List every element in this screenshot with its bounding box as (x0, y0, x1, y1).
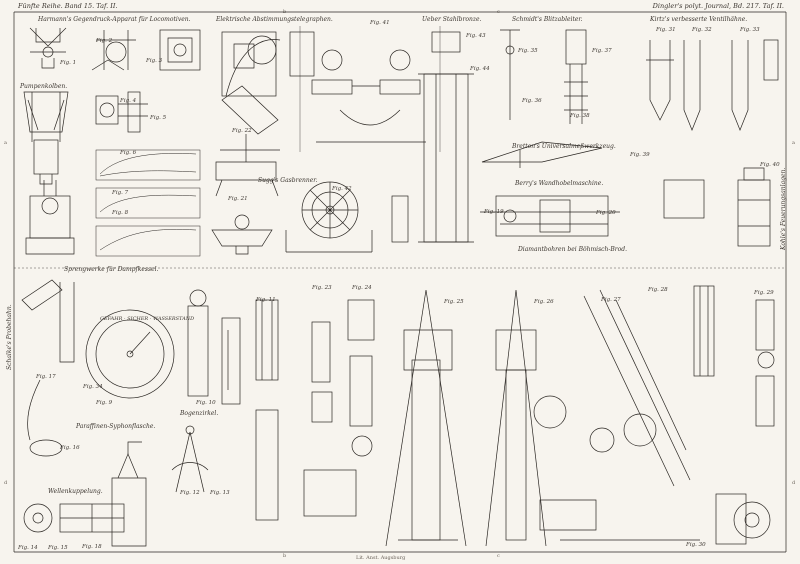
fig-label: Fig. 31 (656, 27, 676, 33)
plate-header-right: Dingler's polyt. Journal, Bd. 217. Taf. … (652, 2, 784, 10)
water-gauge-drawing (187, 289, 241, 405)
caption-pumpen: Pumpenkolben. (20, 83, 68, 90)
furnace-drawing (663, 167, 771, 247)
fig-label: Fig. 9 (96, 400, 113, 406)
inclined-drill-drawing (560, 289, 700, 541)
fig-label: Fig. 38 (570, 113, 590, 119)
probe-cock-drawing (21, 279, 75, 457)
fig-label: Fig. 21 (228, 196, 248, 202)
pressure-gauge-drawing (85, 309, 175, 399)
caption-diamant: Diamantbohren bei Böhmisch-Brod. (518, 246, 628, 253)
caption-sprung: Sprengwerke für Dampfkessel. (64, 266, 159, 273)
pump-piston-drawing (23, 91, 69, 185)
cock-drawing (95, 91, 148, 133)
fig-label: Fig. 42 (332, 186, 352, 192)
fig-label: Fig. 10 (196, 400, 216, 406)
caption-paraffin: Paraffinen-Syphonflasche. (76, 423, 156, 430)
caption-bogenzirkel: Bogenzirkel. (180, 410, 219, 417)
fig-label: Fig. 26 (534, 299, 554, 305)
caption-stahl: Ueber Stahlbronze. (422, 16, 482, 23)
fig-label: Fig. 12 (180, 490, 200, 496)
fig-label: Fig. 17 (36, 374, 56, 380)
caption-berry: Berry's Wandhobelmaschine. (515, 180, 604, 187)
margin-letter: d (4, 480, 8, 486)
ratchet-wheel-drawing (285, 181, 409, 253)
pipe-sections-drawing (255, 299, 375, 521)
harmann-mechanism-drawing (91, 29, 201, 71)
compass-drawing (171, 425, 209, 493)
fig-label: Fig. 34 (83, 384, 103, 390)
fig-label: Fig. 33 (740, 27, 760, 33)
fig-label: Fig. 18 (82, 544, 102, 550)
caption-wellen: Wellenkuppelung. (48, 488, 103, 495)
fig-label: Fig. 24 (352, 285, 372, 291)
fig-label: Fig. 37 (592, 48, 612, 54)
fig-label: Fig. 28 (648, 287, 668, 293)
printer-imprint: Lit. Anst. Augsburg (356, 555, 406, 561)
fig-label: Fig. 40 (760, 162, 780, 168)
plate-header-left: Fünfte Reihe. Band 15. Taf. II. (18, 2, 118, 10)
fig-label: Fig. 16 (60, 445, 80, 451)
fig-label: Fig. 44 (470, 66, 490, 72)
fig-label: Fig. 25 (444, 299, 464, 305)
margin-letter: d (792, 480, 796, 486)
fig-label: Fig. 35 (518, 48, 538, 54)
margin-letter: a (792, 140, 795, 146)
fig-label: Fig. 23 (312, 285, 332, 291)
fig-label: Fig. 29 (754, 290, 774, 296)
shaft-coupling-drawing (23, 503, 125, 533)
fig-label: Fig. 20 (596, 210, 616, 216)
steel-bronze-column-drawing (418, 31, 474, 243)
universal-gauge-drawing (481, 141, 603, 168)
planing-machine-drawing (480, 195, 620, 237)
gauge-dial-inscription: GEFAHR · SICHER · WASSERSTAND (100, 316, 194, 322)
fig-label: Fig. 8 (112, 210, 129, 216)
caption-kirtz: Kirtz's verbesserte Ventilhähne. (650, 16, 748, 23)
fig-label: Fig. 22 (232, 128, 252, 134)
fig-label: Fig. 6 (120, 150, 137, 156)
fig-label: Fig. 36 (522, 98, 542, 104)
cylinder-section-drawing (25, 180, 75, 255)
fig-label: Fig. 41 (370, 20, 390, 26)
syphon-flask-drawing (111, 441, 147, 547)
harmann-valve-drawing (29, 27, 67, 69)
fig-label: Fig. 32 (692, 27, 712, 33)
fig-label: Fig. 14 (18, 545, 38, 551)
fig-label: Fig. 1 (60, 60, 77, 66)
indicator-diagram-drawing (95, 149, 201, 257)
relay-drawing (299, 26, 441, 152)
margin-letter: c (497, 553, 500, 559)
fig-label: Fig. 13 (210, 490, 230, 496)
caption-harmann: Harmann's Gegendruck-Apparat für Locomot… (38, 16, 191, 23)
fig-label: Fig. 30 (686, 542, 706, 548)
caption-bretton: Bretton's Universalmeßwerkzeug. (512, 143, 616, 150)
gas-burner-drawing (211, 214, 273, 255)
caption-electric: Elektrische Abstimmungstelegraphen. (216, 16, 333, 23)
lightning-conductor-drawing (500, 29, 588, 124)
telegraph-drawing (221, 31, 315, 97)
fig-label: Fig. 5 (150, 115, 167, 121)
fig-label: Fig. 39 (630, 152, 650, 158)
caption-sugg: Sugg's Gasbrenner. (258, 177, 318, 184)
valve-cocks-drawing (646, 39, 779, 131)
fig-label: Fig. 27 (601, 297, 621, 303)
fig-label: Fig. 43 (466, 33, 486, 39)
caption-schmidt: Schmidt's Blitzableiter. (512, 16, 583, 23)
margin-letter: a (4, 140, 7, 146)
fig-label: Fig. 3 (146, 58, 163, 64)
margin-letter: b (283, 553, 287, 559)
apparatus-chair-drawing (215, 85, 280, 197)
drilling-derrick-drawing (385, 289, 597, 547)
fig-label: Fig. 15 (48, 545, 68, 551)
pipe-fittings-drawing (693, 285, 775, 545)
fig-label: Fig. 7 (112, 190, 129, 196)
